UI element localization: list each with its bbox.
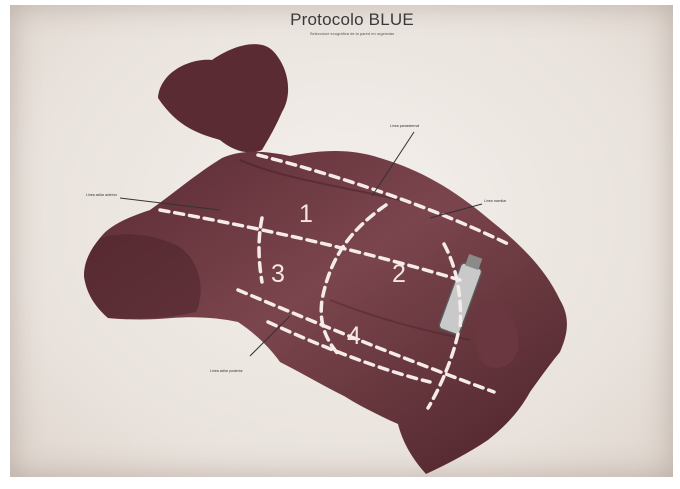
zone-label-1: 1 [299, 200, 313, 228]
callout-bottom: Línea axilar posterior [210, 369, 243, 373]
callout-right: Línea mamilar [484, 199, 506, 203]
callout-left: Línea axilar anterior [86, 193, 117, 197]
callout-top: Línea paraesternal [390, 124, 419, 128]
zone-label-3: 3 [271, 260, 285, 288]
zone-label-4: 4 [347, 322, 361, 350]
zone-label-2: 2 [392, 260, 406, 288]
head-shape [158, 44, 288, 152]
